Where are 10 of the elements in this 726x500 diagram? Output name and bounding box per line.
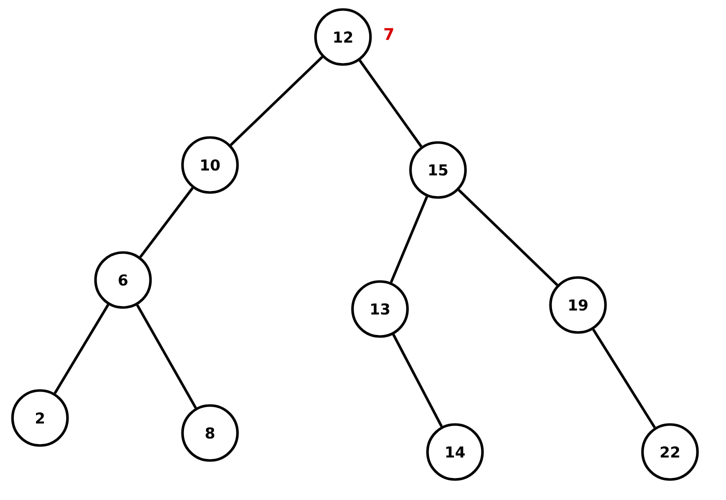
tree-edge	[358, 60, 422, 148]
tree-edge	[139, 187, 194, 258]
tree-edge	[54, 304, 110, 394]
tree-edge	[390, 196, 428, 283]
tree-edge	[458, 189, 558, 286]
tree-edge	[392, 334, 443, 428]
tree-edge	[136, 304, 197, 409]
beside-label: 7	[384, 28, 394, 40]
tree-edge	[592, 328, 656, 428]
tree-edge	[230, 56, 324, 146]
